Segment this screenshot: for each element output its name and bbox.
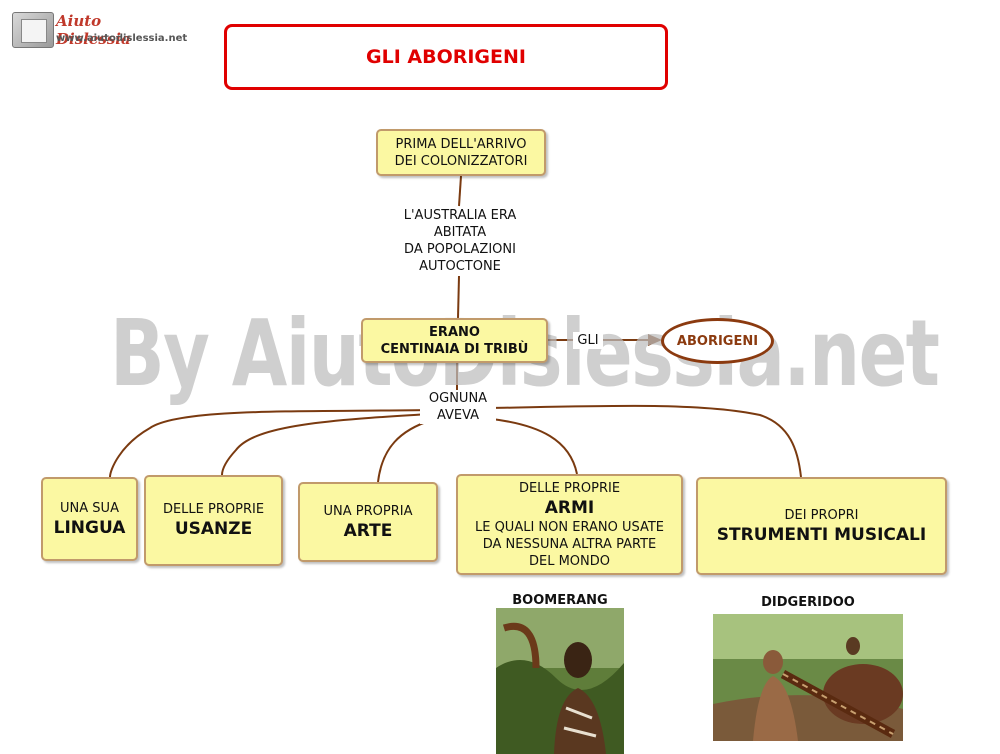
- book-logo-icon: [12, 12, 54, 48]
- node-armi-small: DELLE PROPRIE: [518, 480, 621, 496]
- link-gli: GLI: [573, 332, 603, 349]
- node-usanze-small: DELLE PROPRIE: [162, 502, 265, 517]
- arrowhead-icon: [648, 334, 662, 346]
- connector-to-lingua: [109, 409, 431, 478]
- link-australia-line1: L'AUSTRALIA ERA: [403, 208, 517, 223]
- connector-to-strumenti: [491, 404, 802, 478]
- node-aborigeni: ABORIGENI: [661, 318, 774, 364]
- node-prima: PRIMA DELL'ARRIVO DEI COLONIZZATORI: [376, 129, 546, 176]
- node-erano: ERANO CENTINAIA DI TRIBÙ: [361, 318, 548, 363]
- node-lingua: UNA SUA LINGUA: [41, 477, 138, 561]
- node-prima-line1: PRIMA DELL'ARRIVO: [395, 136, 527, 152]
- node-arte-small: UNA PROPRIA: [323, 503, 413, 519]
- connector-link-to-erano: [457, 275, 460, 319]
- site-logo: Aiuto Dislessia www.aiutodislessia.net: [10, 10, 187, 50]
- node-strumenti-big: STRUMENTI MUSICALI: [716, 524, 927, 545]
- node-prima-line2: DEI COLONIZZATORI: [394, 153, 528, 169]
- node-arte-big: ARTE: [343, 520, 393, 541]
- node-strumenti: DEI PROPRI STRUMENTI MUSICALI: [696, 477, 947, 575]
- node-erano-line2: CENTINAIA DI TRIBÙ: [380, 341, 529, 357]
- connector-to-usanze: [221, 413, 431, 476]
- link-australia-line4: AUTOCTONE: [419, 259, 501, 274]
- link-australia: L'AUSTRALIA ERA ABITATA DA POPOLAZIONI A…: [385, 207, 535, 275]
- node-armi: DELLE PROPRIE ARMI LE QUALI NON ERANO US…: [456, 474, 683, 575]
- node-armi-rest3: DEL MONDO: [528, 553, 610, 569]
- node-usanze-big: USANZE: [174, 519, 253, 539]
- caption-didgeridoo: DIDGERIDOO: [761, 595, 855, 610]
- link-australia-line3: DA POPOLAZIONI: [404, 242, 516, 257]
- link-ognuna: OGNUNA AVEVA: [420, 390, 496, 424]
- node-armi-rest2: DA NESSUNA ALTRA PARTE: [482, 536, 657, 552]
- connector-prima-to-link: [458, 175, 462, 207]
- link-ognuna-line1: OGNUNA: [428, 391, 488, 406]
- node-lingua-big: LINGUA: [53, 517, 126, 538]
- link-ognuna-line2: AVEVA: [436, 408, 480, 423]
- node-erano-line1: ERANO: [429, 324, 480, 340]
- node-strumenti-small: DEI PROPRI: [784, 507, 859, 523]
- link-australia-line2: ABITATA: [433, 225, 487, 240]
- node-armi-big: ARMI: [544, 497, 595, 518]
- connector-to-armi: [491, 418, 578, 475]
- node-arte: UNA PROPRIA ARTE: [298, 482, 438, 562]
- node-armi-rest1: LE QUALI NON ERANO USATE: [474, 519, 664, 535]
- boomerang-photo: [496, 608, 624, 754]
- logo-url: www.aiutodislessia.net: [56, 33, 188, 44]
- caption-boomerang: BOOMERANG: [512, 593, 608, 608]
- connector-to-arte: [377, 419, 433, 483]
- didgeridoo-photo: [713, 614, 903, 741]
- node-lingua-small: UNA SUA: [60, 500, 119, 516]
- page-title: GLI ABORIGENI: [224, 24, 668, 90]
- logo-name: Aiuto Dislessia: [56, 12, 131, 48]
- node-usanze: DELLE PROPRIE USANZE: [144, 475, 283, 566]
